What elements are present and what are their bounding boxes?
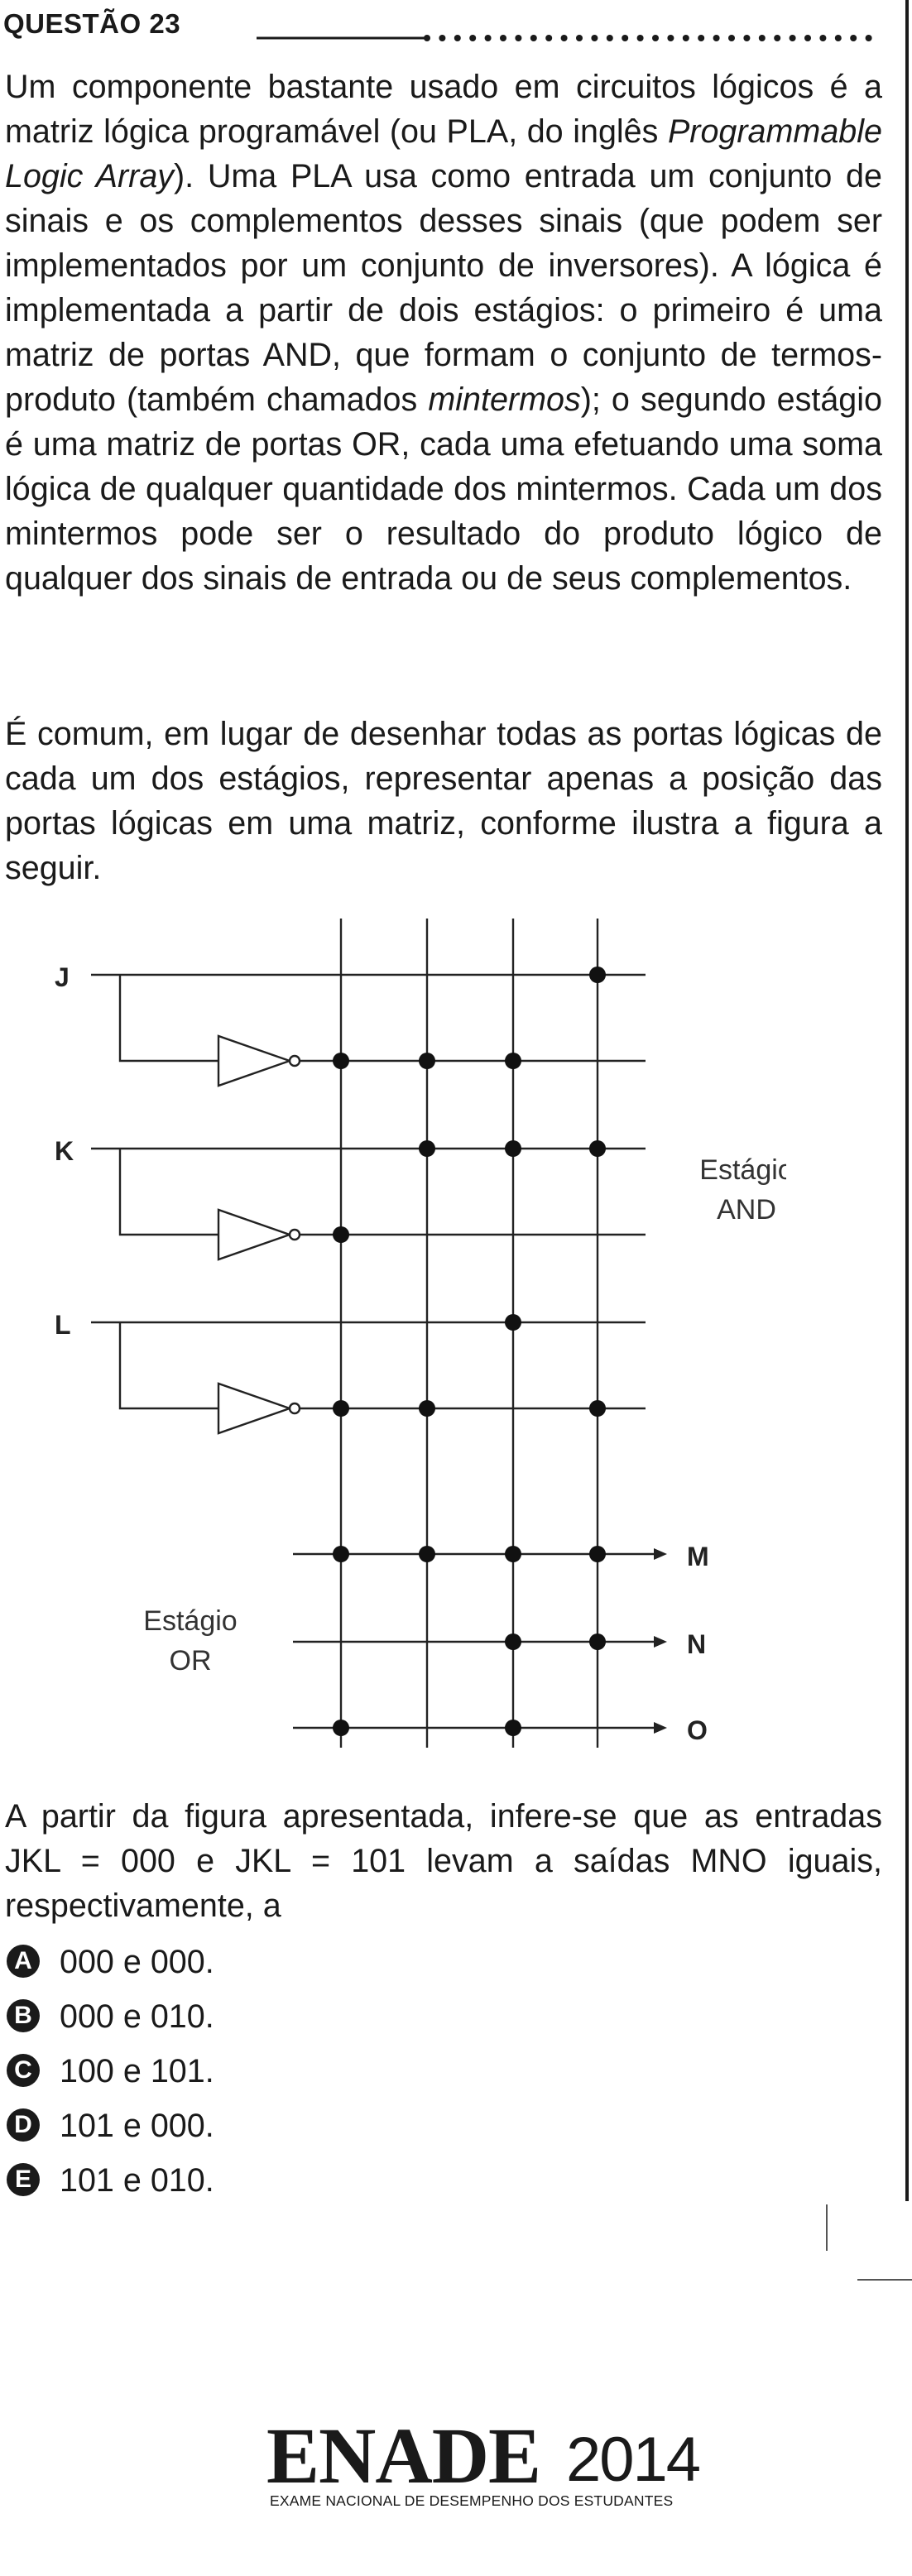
header-rule-dot [804, 35, 811, 41]
header-rule-dot [515, 35, 522, 41]
header-rule-dot [758, 35, 766, 41]
output-arrows [654, 1548, 667, 1734]
paragraph-text: ); o segundo estágio é uma matriz de por… [5, 381, 882, 597]
pla-diagram: J K L M N O Estágio AND Estágio OR [55, 919, 794, 1748]
and-stage-label-line1: Estágio [699, 1154, 786, 1186]
crop-mark-vertical [826, 2204, 828, 2251]
pla-figure: J K L M N O Estágio AND Estágio OR [41, 910, 794, 1767]
header-rule-dot [484, 35, 492, 41]
question-paragraph-intro: Um componente bastante usado em circuito… [5, 65, 882, 601]
option-text: 000 e 010. [60, 1998, 214, 2035]
input-label-k: K [55, 1136, 74, 1166]
header-rule-dot [622, 35, 629, 41]
header-rule-dot [682, 35, 689, 41]
header-rule-dot [454, 35, 461, 41]
header-rule-dot [530, 35, 537, 41]
output-label-o: O [687, 1715, 708, 1745]
header-rule-dot [606, 35, 613, 41]
header-rule-dot [834, 35, 842, 41]
header-rule-dot [698, 35, 705, 41]
option-d[interactable]: D 101 e 000. [5, 2102, 502, 2156]
input-label-l: L [55, 1310, 71, 1340]
enade-logo: ENADE [266, 2411, 541, 2500]
header-rule-dot [560, 35, 568, 41]
paragraph-italic-term: Programmable Logic Array [5, 113, 882, 194]
input-l-circuit [91, 1321, 646, 1435]
input-j-circuit [91, 973, 646, 1087]
header-rule-dot [576, 35, 583, 41]
paragraph-text: ). Uma PLA usa como entrada um conjunto … [5, 158, 882, 418]
header-rule-dot [713, 35, 720, 41]
and-stage-label-line2: AND [717, 1194, 776, 1226]
option-text: 000 e 000. [60, 1944, 214, 1980]
header-rule-dot [819, 35, 827, 41]
input-label-j: J [55, 962, 70, 992]
option-letter-badge: B [7, 1999, 40, 2032]
option-letter-badge: C [7, 2054, 40, 2087]
option-text: 101 e 000. [60, 2108, 214, 2144]
header-rule-dot [545, 35, 553, 41]
header-rule-dot [652, 35, 659, 41]
option-letter-badge: A [7, 1945, 40, 1978]
header-rule-dot [728, 35, 735, 41]
or-stage-label-line2: OR [170, 1645, 212, 1677]
question-header: QUESTÃO 23 [3, 7, 897, 48]
paragraph-text: Um componente bastante usado em circuito… [5, 69, 882, 150]
header-rule-dot [865, 35, 872, 41]
answer-options: A 000 e 000. B 000 e 010. C 100 e 101. D… [5, 1938, 502, 2211]
and-stage-connections [333, 967, 606, 1417]
exam-year: 2014 [566, 2425, 701, 2495]
option-a[interactable]: A 000 e 000. [5, 1938, 502, 1993]
option-e[interactable]: E 101 e 010. [5, 2156, 502, 2211]
output-label-m: M [687, 1542, 709, 1571]
header-rule-dot [774, 35, 781, 41]
header-rule-dot [424, 35, 430, 41]
header-dotted-rule [257, 35, 872, 41]
header-rule-dot [469, 35, 477, 41]
header-rule-dot [789, 35, 796, 41]
question-stem: A partir da figura apresentada, infere-s… [5, 1798, 882, 1924]
option-c[interactable]: C 100 e 101. [5, 2047, 502, 2102]
option-letter-badge: D [7, 2108, 40, 2142]
product-term-lines [339, 919, 599, 1748]
option-text: 101 e 010. [60, 2162, 214, 2199]
header-rule-dot [636, 35, 644, 41]
header-rule-dot [500, 35, 506, 41]
page-right-rule [905, 0, 909, 2201]
paragraph-italic-term: mintermos [428, 381, 581, 418]
crop-mark-horizontal [857, 2279, 912, 2281]
exam-footer: ENADE 2014 EXAME NACIONAL DE DESEMPENHO … [266, 2416, 730, 2516]
question-title: QUESTÃO 23 [3, 8, 181, 39]
header-rule-dot [591, 35, 598, 41]
input-k-circuit [91, 1147, 646, 1261]
option-text: 100 e 101. [60, 2053, 214, 2089]
header-rule-dot [743, 35, 751, 41]
question-paragraph-figure-intro: É comum, em lugar de desenhar todas as p… [5, 716, 882, 886]
option-b[interactable]: B 000 e 010. [5, 1993, 502, 2047]
header-rule-dot [439, 35, 446, 41]
header-rule-dot [667, 35, 674, 41]
or-stage-connections [333, 1546, 606, 1736]
exam-full-name: EXAME NACIONAL DE DESEMPENHO DOS ESTUDAN… [270, 2492, 674, 2509]
header-rule-dot [850, 35, 857, 41]
or-stage-label-line1: Estágio [143, 1605, 237, 1637]
option-letter-badge: E [7, 2163, 40, 2196]
output-label-n: N [687, 1629, 706, 1659]
